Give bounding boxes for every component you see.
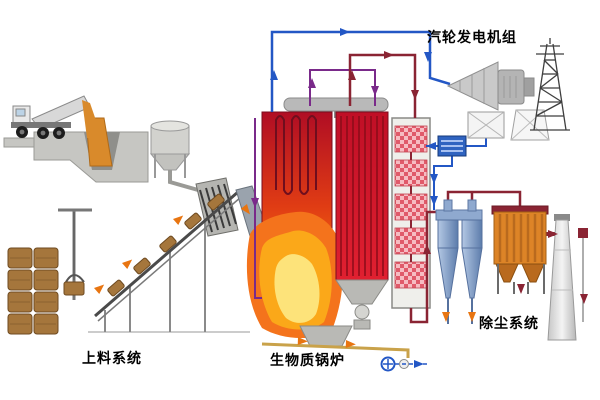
baghouse-filter <box>491 205 549 294</box>
label-feeding-system: 上料系统 <box>82 350 142 366</box>
label-biomass-boiler: 生物质锅炉 <box>270 352 345 368</box>
superheater-tubes <box>275 115 317 195</box>
chimney <box>547 214 577 341</box>
steam-turbine <box>446 61 499 111</box>
generator <box>497 69 535 105</box>
heat-exchanger-banks <box>394 125 428 289</box>
convection-tubes <box>340 116 384 276</box>
lifted-bale <box>63 281 85 296</box>
feedwater-heater <box>437 135 467 157</box>
superheat-line <box>348 53 417 118</box>
label-turbine-generator: 汽轮发电机组 <box>427 29 517 45</box>
cyclone-outlet-header <box>446 190 522 206</box>
main-steam-line <box>270 30 451 112</box>
cyclone-separators <box>435 199 483 324</box>
inclined-conveyor <box>88 190 250 333</box>
feed-silo <box>149 120 199 192</box>
backpass-economizer <box>391 117 431 309</box>
cooling-tower <box>510 109 550 141</box>
straw-bales <box>7 247 59 335</box>
condensate-line <box>433 156 453 210</box>
ash-conveyor <box>261 342 430 372</box>
furnace-ash-hopper <box>299 325 353 347</box>
bales-on-belt <box>107 193 225 297</box>
crane-grab <box>58 208 92 300</box>
transmission-tower <box>530 38 570 131</box>
second-pass <box>335 111 389 330</box>
dump-truck <box>11 95 102 139</box>
flue-gas-duct <box>409 210 436 324</box>
condenser <box>467 111 505 139</box>
dumping-material <box>82 100 102 138</box>
stack-damper <box>578 228 588 238</box>
air-downcomer <box>254 118 262 299</box>
furnace-flame <box>246 211 343 339</box>
label-dust-removal: 除尘系统 <box>479 315 539 331</box>
